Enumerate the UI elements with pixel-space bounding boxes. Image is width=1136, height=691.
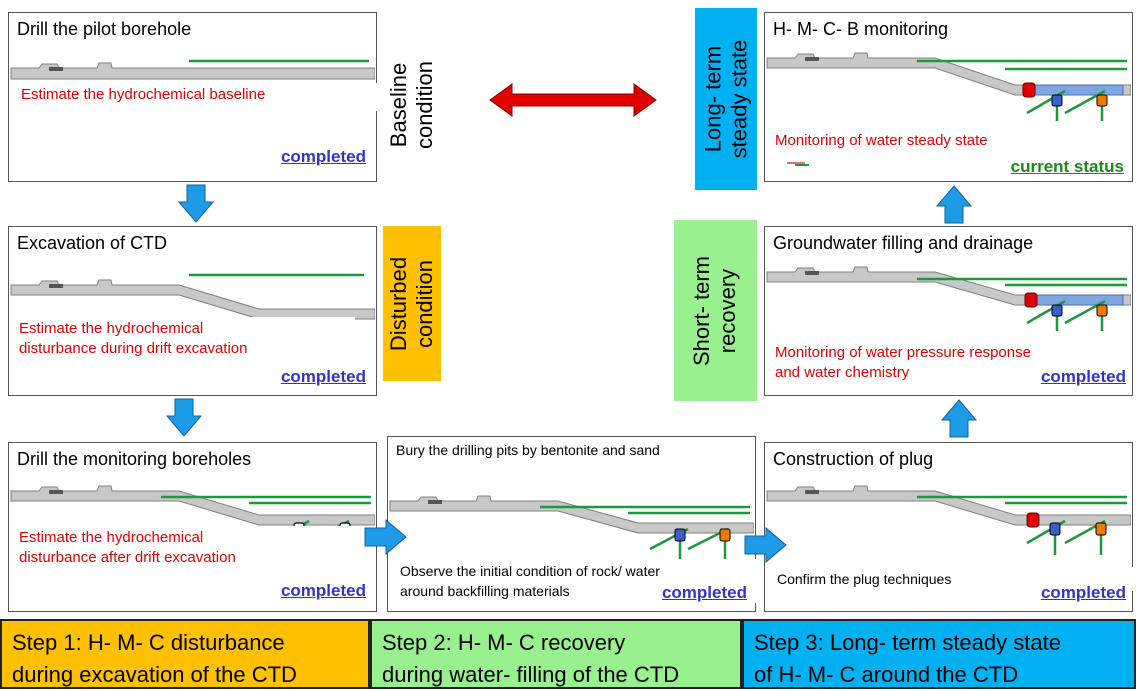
step-line: during excavation of the CTD xyxy=(12,662,297,687)
double-arrow-icon xyxy=(489,83,657,117)
panel-title: H- M- C- B monitoring xyxy=(773,19,949,39)
step-line: Step 2: H- M- C recovery xyxy=(382,630,626,655)
note-line: disturbance during drift excavation xyxy=(19,340,248,357)
tunnel-figure xyxy=(10,59,375,80)
panel-title: Drill the pilot borehole xyxy=(17,19,192,39)
panel-title: Drill the monitoring boreholes xyxy=(17,449,252,469)
note-line: and water chemistry xyxy=(775,364,910,381)
water-fill xyxy=(1032,294,1124,306)
label-line: recovery xyxy=(715,268,741,353)
tunnel-figure xyxy=(389,495,754,561)
arrow-up-icon xyxy=(936,185,972,224)
panel-title: Groundwater filling and drainage xyxy=(773,233,1034,253)
label-line: steady state xyxy=(726,39,752,159)
status-completed[interactable]: completed xyxy=(661,583,747,602)
step-line: Step 3: Long- term steady state xyxy=(754,630,1061,655)
panel-title: Excavation of CTD xyxy=(17,233,168,253)
panel-note: Observe the initial condition of rock/ w… xyxy=(394,559,756,603)
status-completed[interactable]: completed xyxy=(1040,367,1126,386)
status-completed[interactable]: completed xyxy=(1040,583,1126,602)
step-line: of H- M- C around the CTD xyxy=(754,662,1019,687)
note-line: Observe the initial condition of rock/ w… xyxy=(400,563,660,579)
status-completed[interactable]: completed xyxy=(280,581,366,600)
plug-marker xyxy=(1024,292,1038,308)
plug-marker xyxy=(1022,82,1036,98)
panel-note: Monitoring of water pressure response an… xyxy=(769,341,1131,385)
panel-monitoring-boreholes: Drill the monitoring boreholes Estimate … xyxy=(8,442,377,612)
arrow-down-icon xyxy=(166,398,202,437)
panel-note: Estimate the hydrochemical baseline xyxy=(15,83,377,111)
panel-hmcb-monitoring: H- M- C- B monitoring Monitoring of wate… xyxy=(764,12,1133,182)
panel-pilot-borehole: Drill the pilot borehole Estimate the hy… xyxy=(8,12,377,182)
label-line: Short- term xyxy=(689,255,715,366)
panel-bury-pits: Bury the drilling pits by bentonite and … xyxy=(387,436,756,612)
status-completed[interactable]: completed xyxy=(280,147,366,166)
label-line: Baseline xyxy=(386,62,412,148)
step-line: Step 1: H- M- C disturbance xyxy=(12,630,285,655)
arrow-right-icon xyxy=(364,519,407,555)
note-line: Monitoring of water pressure response xyxy=(775,344,1031,361)
step-1-banner: Step 1: H- M- C disturbance during excav… xyxy=(0,619,370,689)
tunnel-figure xyxy=(766,266,1131,331)
panel-construction-plug: Construction of plug Confirm the plug te… xyxy=(764,442,1133,612)
blank-box xyxy=(21,573,63,603)
panel-note: Confirm the plug techniques xyxy=(771,567,1133,591)
blank-box xyxy=(23,141,63,171)
tunnel-figure xyxy=(10,273,375,320)
step-2-banner: Step 2: H- M- C recovery during water- f… xyxy=(370,619,742,689)
panel-groundwater-filling: Groundwater filling and drainage Monitor… xyxy=(764,226,1133,396)
step-3-banner: Step 3: Long- term steady state of H- M-… xyxy=(742,619,1136,689)
blank-box xyxy=(21,359,63,389)
tunnel-figure xyxy=(766,485,1131,555)
label-line: Long- term xyxy=(700,45,726,153)
arrow-up-icon xyxy=(941,399,977,438)
status-current[interactable]: current status xyxy=(1010,157,1124,176)
note-line: Estimate the hydrochemical xyxy=(19,320,204,337)
label-line: condition xyxy=(412,259,437,348)
note-line: Estimate the hydrochemical xyxy=(19,529,204,546)
panel-note: Estimate the hydrochemical disturbance a… xyxy=(13,526,355,570)
water-fill xyxy=(1032,84,1124,96)
tunnel-figure xyxy=(766,52,1131,166)
arrow-down-icon xyxy=(178,184,214,223)
panel-note: Estimate the hydrochemical disturbance d… xyxy=(13,317,355,361)
plug-marker xyxy=(1026,512,1040,528)
panel-note: Monitoring of water steady state xyxy=(769,129,1131,153)
label-line: Disturbed xyxy=(386,256,411,351)
panel-excavation: Excavation of CTD Estimate the hydrochem… xyxy=(8,226,377,396)
label-line: condition xyxy=(412,60,438,150)
status-completed[interactable]: completed xyxy=(280,367,366,386)
step-line: during water- filling of the CTD xyxy=(382,662,680,687)
panel-title: Bury the drilling pits by bentonite and … xyxy=(396,442,660,458)
note-line: disturbance after drift excavation xyxy=(19,549,236,566)
note-line: around backfilling materials xyxy=(400,583,570,599)
panel-title: Construction of plug xyxy=(773,449,934,469)
arrow-right-icon xyxy=(744,527,787,563)
